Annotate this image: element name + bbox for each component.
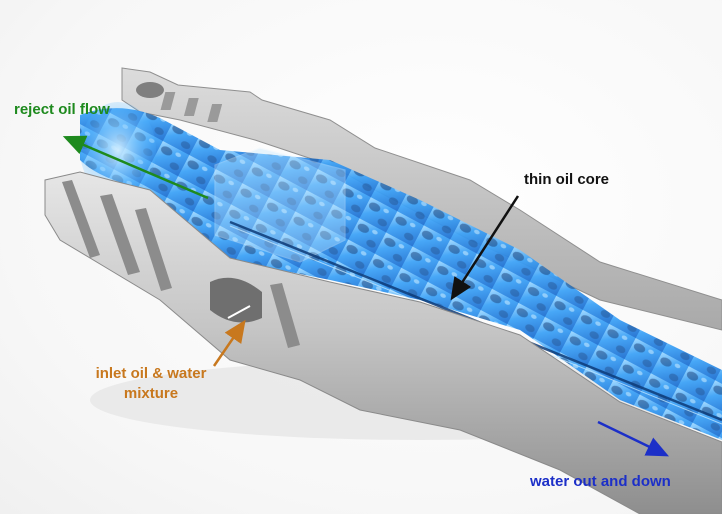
thin-oil-core-label: thin oil core <box>524 171 610 188</box>
reject-outlet-glow <box>80 102 156 198</box>
reject-oil-flow-label: reject oil flow <box>14 101 110 118</box>
inlet-label-line1: inlet oil & water <box>95 365 207 382</box>
lower-housing-grooves <box>62 180 300 348</box>
inlet-port <box>210 277 262 323</box>
inlet-jet <box>227 305 251 319</box>
inlet-label-line2: mixture <box>123 385 179 402</box>
lower-housing <box>44 171 722 514</box>
fluid-chamber <box>80 108 722 440</box>
water-out-arrow <box>597 420 670 457</box>
water-out-label: water out and down <box>530 473 671 490</box>
upper-wall <box>121 67 722 331</box>
reject-oil-arrow <box>62 135 209 200</box>
oil-core-arrow <box>450 195 520 301</box>
inlet-mixture-label: inlet oil & water mixture <box>86 364 216 404</box>
upper-wall-notches <box>136 82 223 122</box>
inlet-arrow <box>212 319 246 367</box>
